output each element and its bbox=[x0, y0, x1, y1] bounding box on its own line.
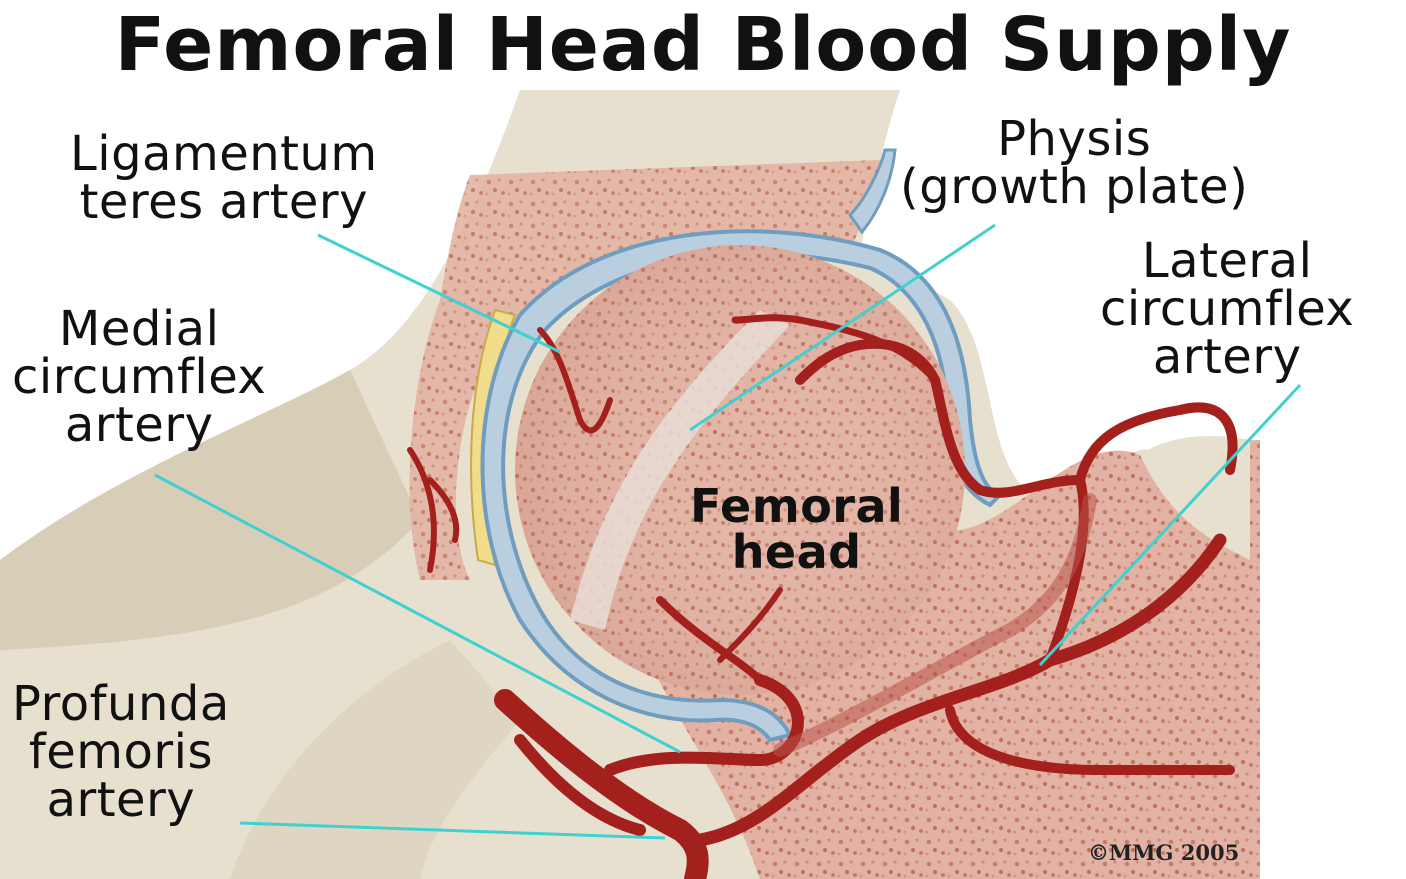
label-lateral-circumflex-artery: Lateral circumflex artery bbox=[1100, 237, 1354, 381]
label-femoral-head: Femoral head bbox=[690, 483, 903, 575]
label-physis: Physis (growth plate) bbox=[900, 115, 1248, 211]
copyright-notice: ©MMG 2005 bbox=[1088, 840, 1239, 865]
femoral-head-shading bbox=[515, 245, 965, 695]
label-medial-circumflex-artery: Medial circumflex artery bbox=[12, 305, 266, 449]
label-profunda-femoris-artery: Profunda femoris artery bbox=[12, 680, 230, 824]
label-ligamentum-teres-artery: Ligamentum teres artery bbox=[70, 130, 378, 226]
page-title: Femoral Head Blood Supply bbox=[0, 8, 1406, 82]
